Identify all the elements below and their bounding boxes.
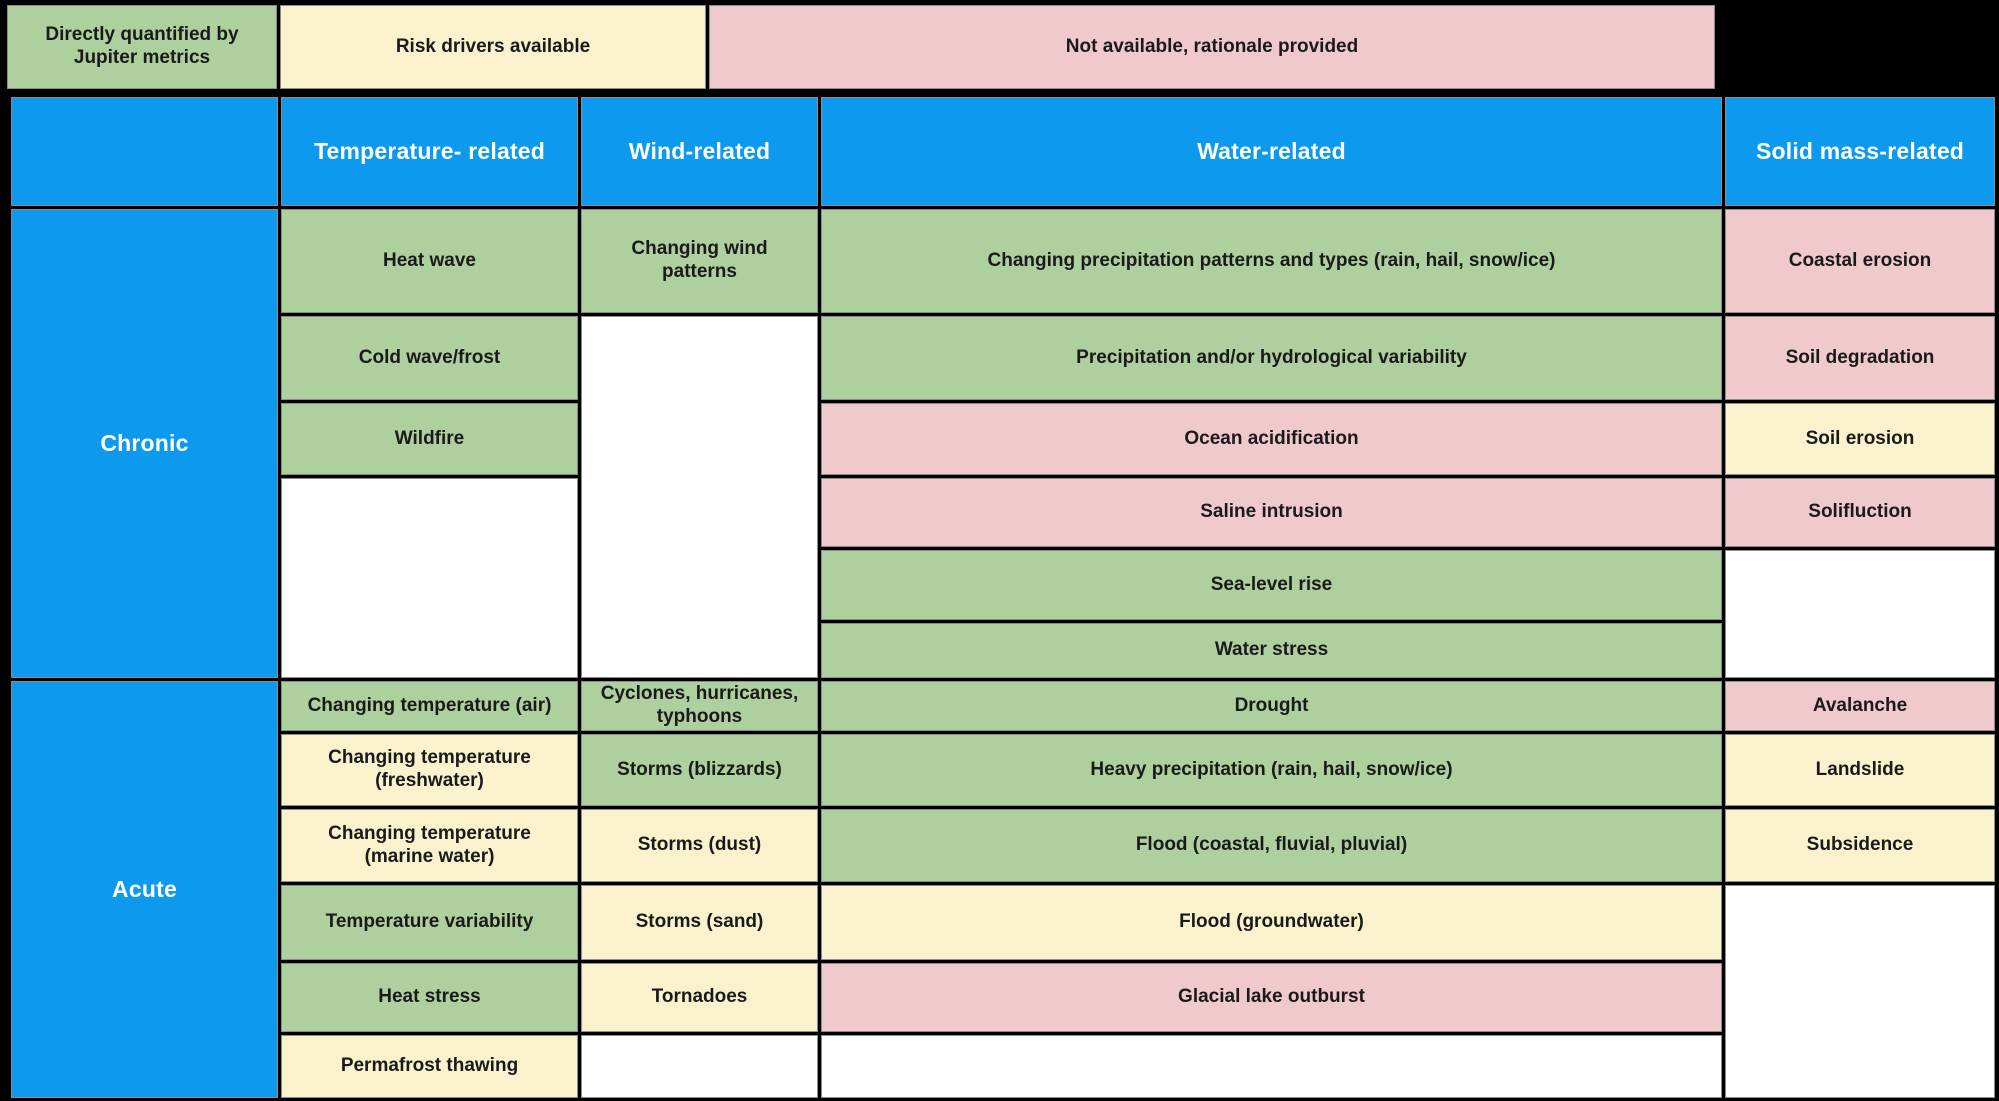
cell-solifluction: Solifluction (1726, 479, 1994, 546)
cell-tornadoes: Tornadoes (582, 964, 817, 1031)
risk-matrix-table: Temperature- related Wind-related Water-… (8, 94, 1998, 1101)
cell-soil-erosion: Soil erosion (1726, 404, 1994, 474)
cell-landslide: Landslide (1726, 735, 1994, 805)
legend: Directly quantified by Jupiter metrics R… (8, 6, 1720, 90)
cell-flood-groundwater: Flood (groundwater) (822, 886, 1721, 959)
cell-subsidence: Subsidence (1726, 810, 1994, 881)
row-group-acute: Acute (12, 682, 277, 1097)
cell-temperature-variability: Temperature variability (282, 886, 577, 959)
cell-saline-intrusion: Saline intrusion (822, 479, 1721, 546)
cell-changing-wind-patterns: Changing wind patterns (582, 210, 817, 312)
cell-heat-wave: Heat wave (282, 210, 577, 312)
cell-temperature-chronic-empty (282, 479, 577, 677)
cell-changing-temperature-marine-water: Changing temperature (marine water) (282, 810, 577, 881)
cell-wind-acute-empty (582, 1036, 817, 1097)
cell-soil-degradation: Soil degradation (1726, 317, 1994, 399)
column-header-water: Water-related (822, 98, 1721, 205)
cell-flood-coastal-fluvial-pluvial: Flood (coastal, fluvial, pluvial) (822, 810, 1721, 881)
legend-item-available: Risk drivers available (281, 6, 705, 88)
legend-item-not-available: Not available, rationale provided (710, 6, 1714, 88)
cell-storms-sand: Storms (sand) (582, 886, 817, 959)
cell-water-acute-empty (822, 1036, 1721, 1097)
cell-storms-dust: Storms (dust) (582, 810, 817, 881)
cell-heavy-precipitation: Heavy precipitation (rain, hail, snow/ic… (822, 735, 1721, 805)
cell-water-stress: Water stress (822, 624, 1721, 677)
cell-drought: Drought (822, 682, 1721, 730)
cell-changing-precipitation-patterns: Changing precipitation patterns and type… (822, 210, 1721, 312)
cell-ocean-acidification: Ocean acidification (822, 404, 1721, 474)
cell-cyclones-hurricanes-typhoons: Cyclones, hurricanes, typhoons (582, 682, 817, 730)
column-header-temperature: Temperature- related (282, 98, 577, 205)
cell-avalanche: Avalanche (1726, 682, 1994, 730)
cell-storms-blizzards: Storms (blizzards) (582, 735, 817, 805)
cell-permafrost-thawing: Permafrost thawing (282, 1036, 577, 1097)
cell-solid-mass-chronic-empty (1726, 551, 1994, 677)
cell-sea-level-rise: Sea-level rise (822, 551, 1721, 619)
cell-changing-temperature-freshwater: Changing temperature (freshwater) (282, 735, 577, 805)
legend-item-quantified: Directly quantified by Jupiter metrics (8, 6, 276, 88)
cell-changing-temperature-air: Changing temperature (air) (282, 682, 577, 730)
cell-wind-chronic-empty (582, 317, 817, 677)
cell-heat-stress: Heat stress (282, 964, 577, 1031)
cell-wildfire: Wildfire (282, 404, 577, 474)
cell-glacial-lake-outburst: Glacial lake outburst (822, 964, 1721, 1031)
cell-cold-wave-frost: Cold wave/frost (282, 317, 577, 399)
column-header-solid-mass: Solid mass-related (1726, 98, 1994, 205)
cell-solid-mass-acute-empty (1726, 886, 1994, 1097)
cell-precipitation-hydrological-variability: Precipitation and/or hydrological variab… (822, 317, 1721, 399)
row-group-chronic: Chronic (12, 210, 277, 677)
corner-cell (12, 98, 277, 205)
cell-coastal-erosion: Coastal erosion (1726, 210, 1994, 312)
column-header-wind: Wind-related (582, 98, 817, 205)
